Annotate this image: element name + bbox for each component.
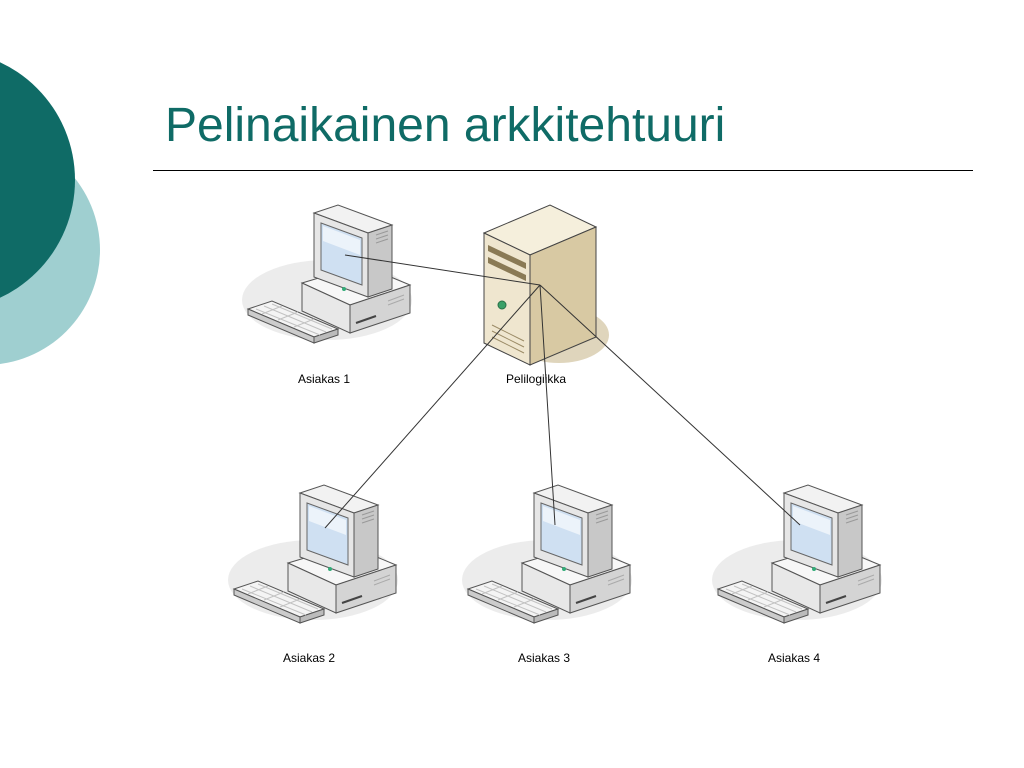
title-divider xyxy=(153,170,973,171)
client-node-4 xyxy=(711,484,883,624)
client-node-1 xyxy=(241,204,413,344)
connection-line-2 xyxy=(324,284,541,529)
client-node-3 xyxy=(461,484,633,624)
desktop-computer-icon xyxy=(241,204,413,344)
client-label-1: Asiakas 1 xyxy=(298,372,350,386)
slide-title: Pelinaikainen arkkitehtuuri xyxy=(165,99,726,152)
connection-line-1 xyxy=(344,254,541,286)
connection-line-3 xyxy=(539,284,556,526)
desktop-computer-icon xyxy=(227,484,399,624)
desktop-computer-icon xyxy=(711,484,883,624)
connections xyxy=(324,254,801,529)
connection-line-4 xyxy=(539,284,801,526)
desktop-computer-icon xyxy=(461,484,633,624)
decorative-circle-dark xyxy=(0,62,75,298)
client-label-2: Asiakas 2 xyxy=(283,651,335,665)
client-node-2 xyxy=(227,484,399,624)
decorative-circles xyxy=(0,62,100,364)
server-tower-icon xyxy=(483,204,610,366)
client-label-4: Asiakas 4 xyxy=(768,651,820,665)
client-label-3: Asiakas 3 xyxy=(518,651,570,665)
server-label: Pelilogiikka xyxy=(506,372,566,386)
server-node xyxy=(483,204,610,366)
